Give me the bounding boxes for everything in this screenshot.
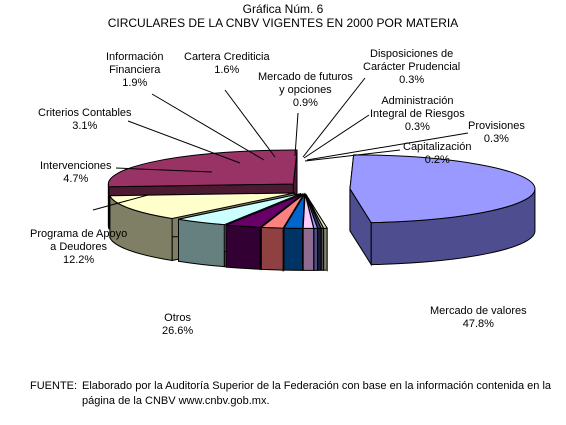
- chart-title-block: Gráfica Núm. 6 CIRCULARES DE LA CNBV VIG…: [0, 2, 566, 30]
- chart-subtitle: CIRCULARES DE LA CNBV VIGENTES EN 2000 P…: [107, 16, 459, 30]
- leader-line-intervenciones: [115, 167, 213, 173]
- pie-slice-0: [349, 154, 536, 267]
- leader-line-futuros: [294, 112, 299, 157]
- chart-title: Gráfica Núm. 6: [242, 2, 324, 16]
- leader-line-disposiciones: [302, 77, 366, 158]
- source-head: FUENTE:: [30, 380, 78, 392]
- source-body: Elaborado por la Auditoría Superior de l…: [82, 380, 552, 407]
- leader-line-provisiones: [306, 132, 469, 161]
- leader-line-informacion: [151, 93, 265, 161]
- pie-slice-5: [302, 194, 315, 271]
- leader-line-capitalizacion: [304, 149, 401, 162]
- leader-line-criterios: [127, 120, 241, 164]
- leader-line-administracion: [303, 114, 370, 159]
- leader-line-cartera: [224, 89, 276, 158]
- leader-line-programa: [92, 194, 149, 211]
